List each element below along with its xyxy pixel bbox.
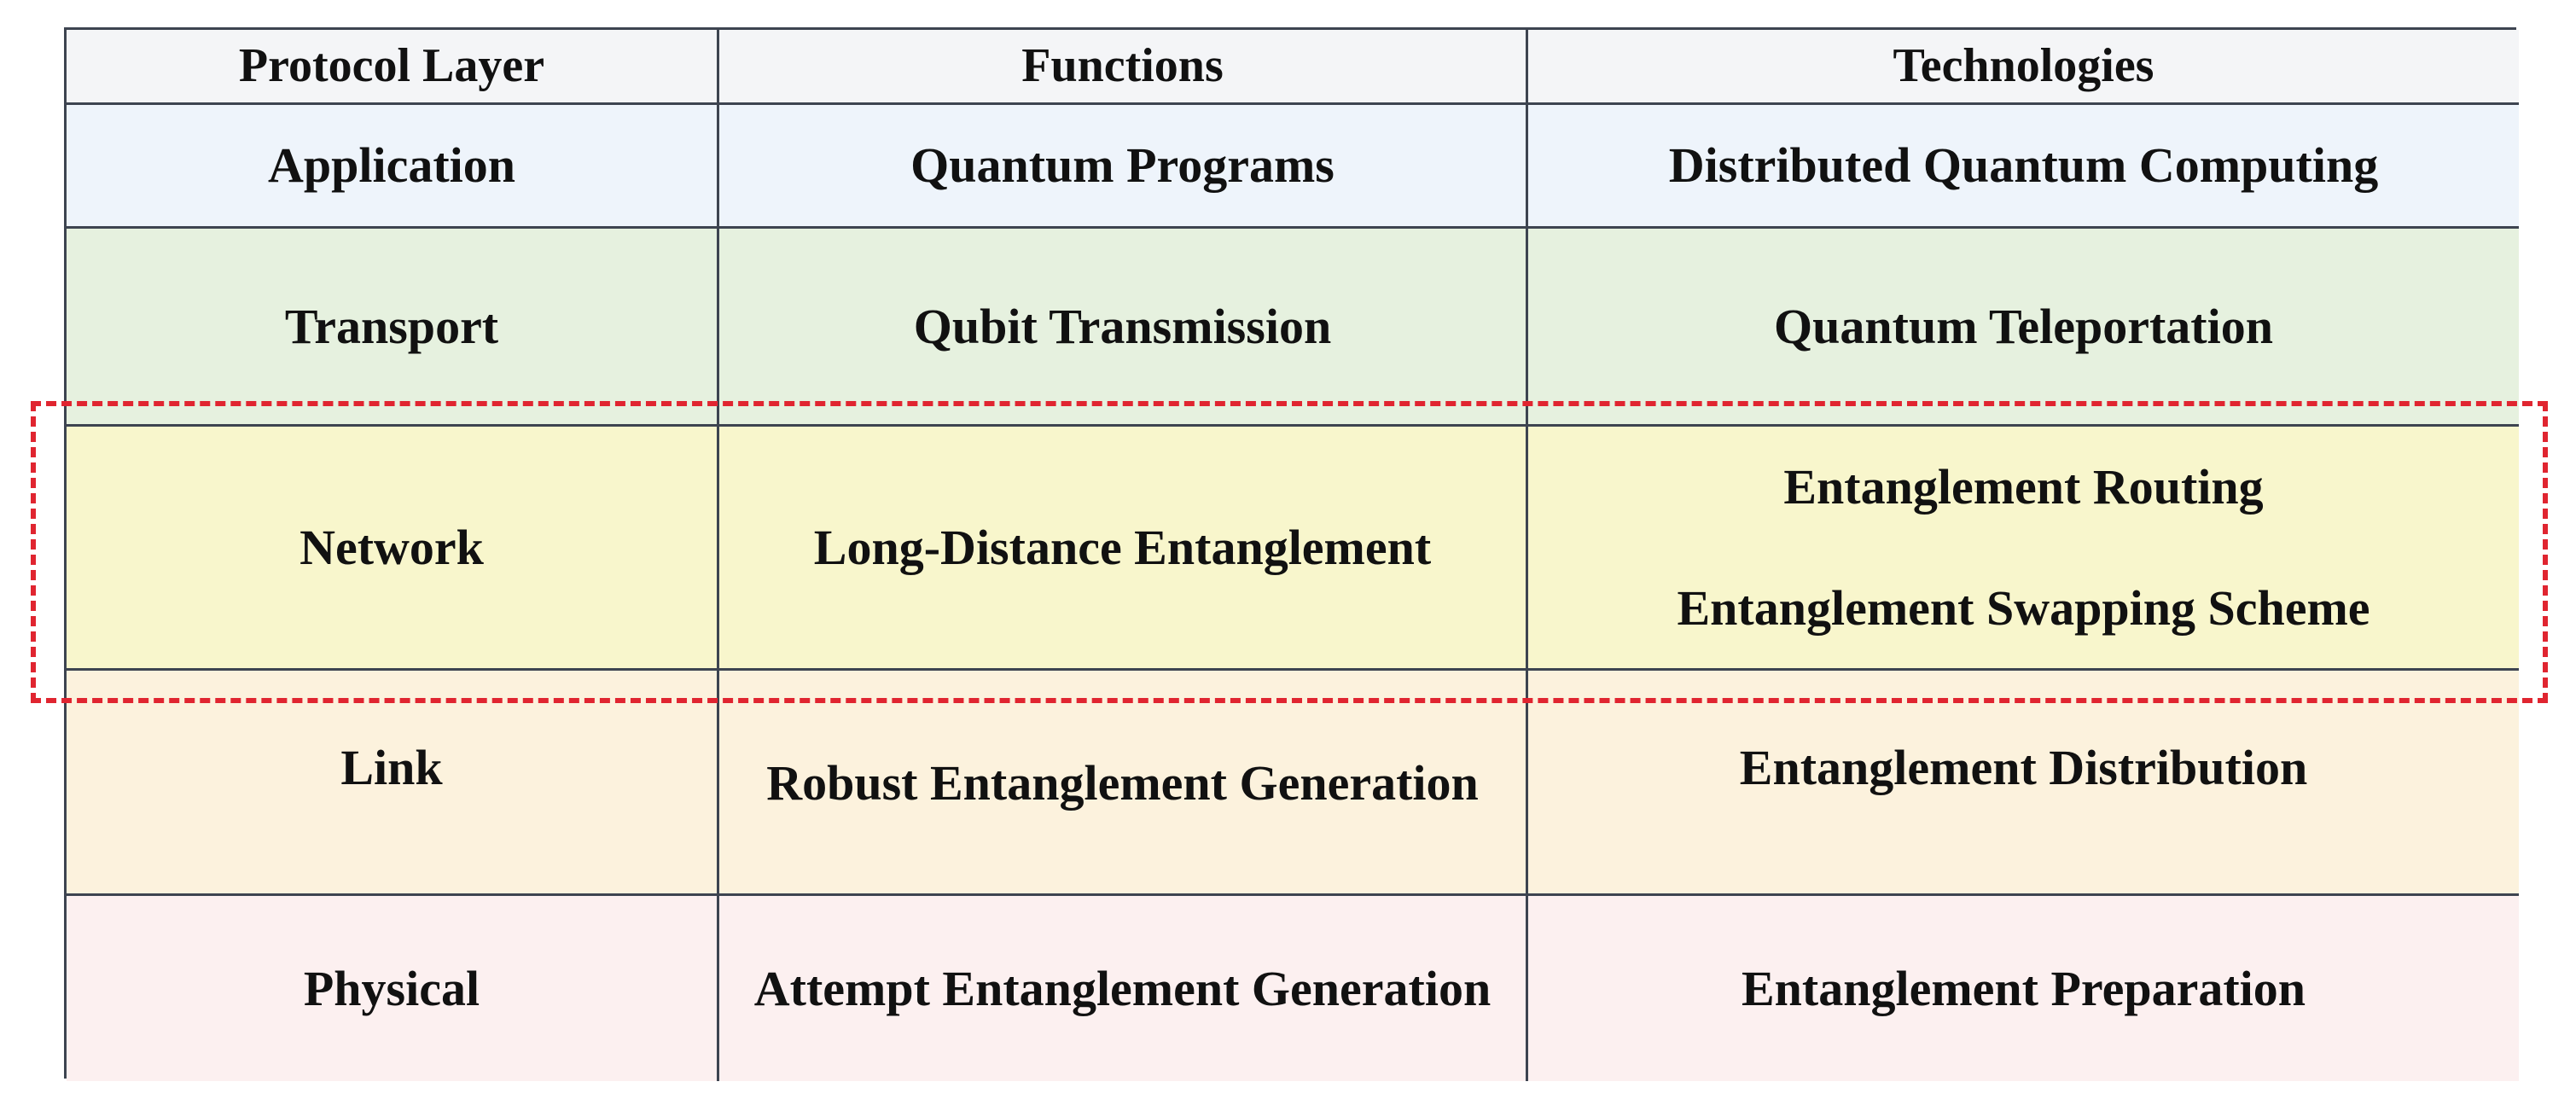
layer-link: Link <box>67 671 719 896</box>
layer-transport: Transport <box>67 229 719 427</box>
technology-item: Entanglement Distribution <box>1739 740 2308 795</box>
function-link: Robust Entanglement Generation <box>719 671 1528 896</box>
function-application: Quantum Programs <box>719 105 1528 229</box>
technology-network: Entanglement Routing Entanglement Swappi… <box>1528 427 2519 671</box>
technology-item: Entanglement Swapping Scheme <box>1677 579 2370 636</box>
function-physical: Attempt Entanglement Generation <box>719 896 1528 1081</box>
function-network: Long-Distance Entanglement <box>719 427 1528 671</box>
header-functions: Functions <box>719 30 1528 105</box>
technology-link: Entanglement Distribution <box>1528 671 2519 896</box>
technology-application: Distributed Quantum Computing <box>1528 105 2519 229</box>
technology-item: Entanglement Routing <box>1783 458 2264 515</box>
header-technologies: Technologies <box>1528 30 2519 105</box>
layer-physical: Physical <box>67 896 719 1081</box>
technology-item: Distributed Quantum Computing <box>1668 137 2379 194</box>
header-protocol-layer: Protocol Layer <box>67 30 719 105</box>
technology-item: Entanglement Preparation <box>1741 960 2306 1016</box>
protocol-stack-table: Protocol Layer Functions Technologies Ap… <box>64 27 2519 1081</box>
layer-application: Application <box>67 105 719 229</box>
technology-physical: Entanglement Preparation <box>1528 896 2519 1081</box>
technology-item: Quantum Teleportation <box>1774 298 2273 354</box>
layer-network: Network <box>67 427 719 671</box>
function-transport: Qubit Transmission <box>719 229 1528 427</box>
technology-transport: Quantum Teleportation <box>1528 229 2519 427</box>
